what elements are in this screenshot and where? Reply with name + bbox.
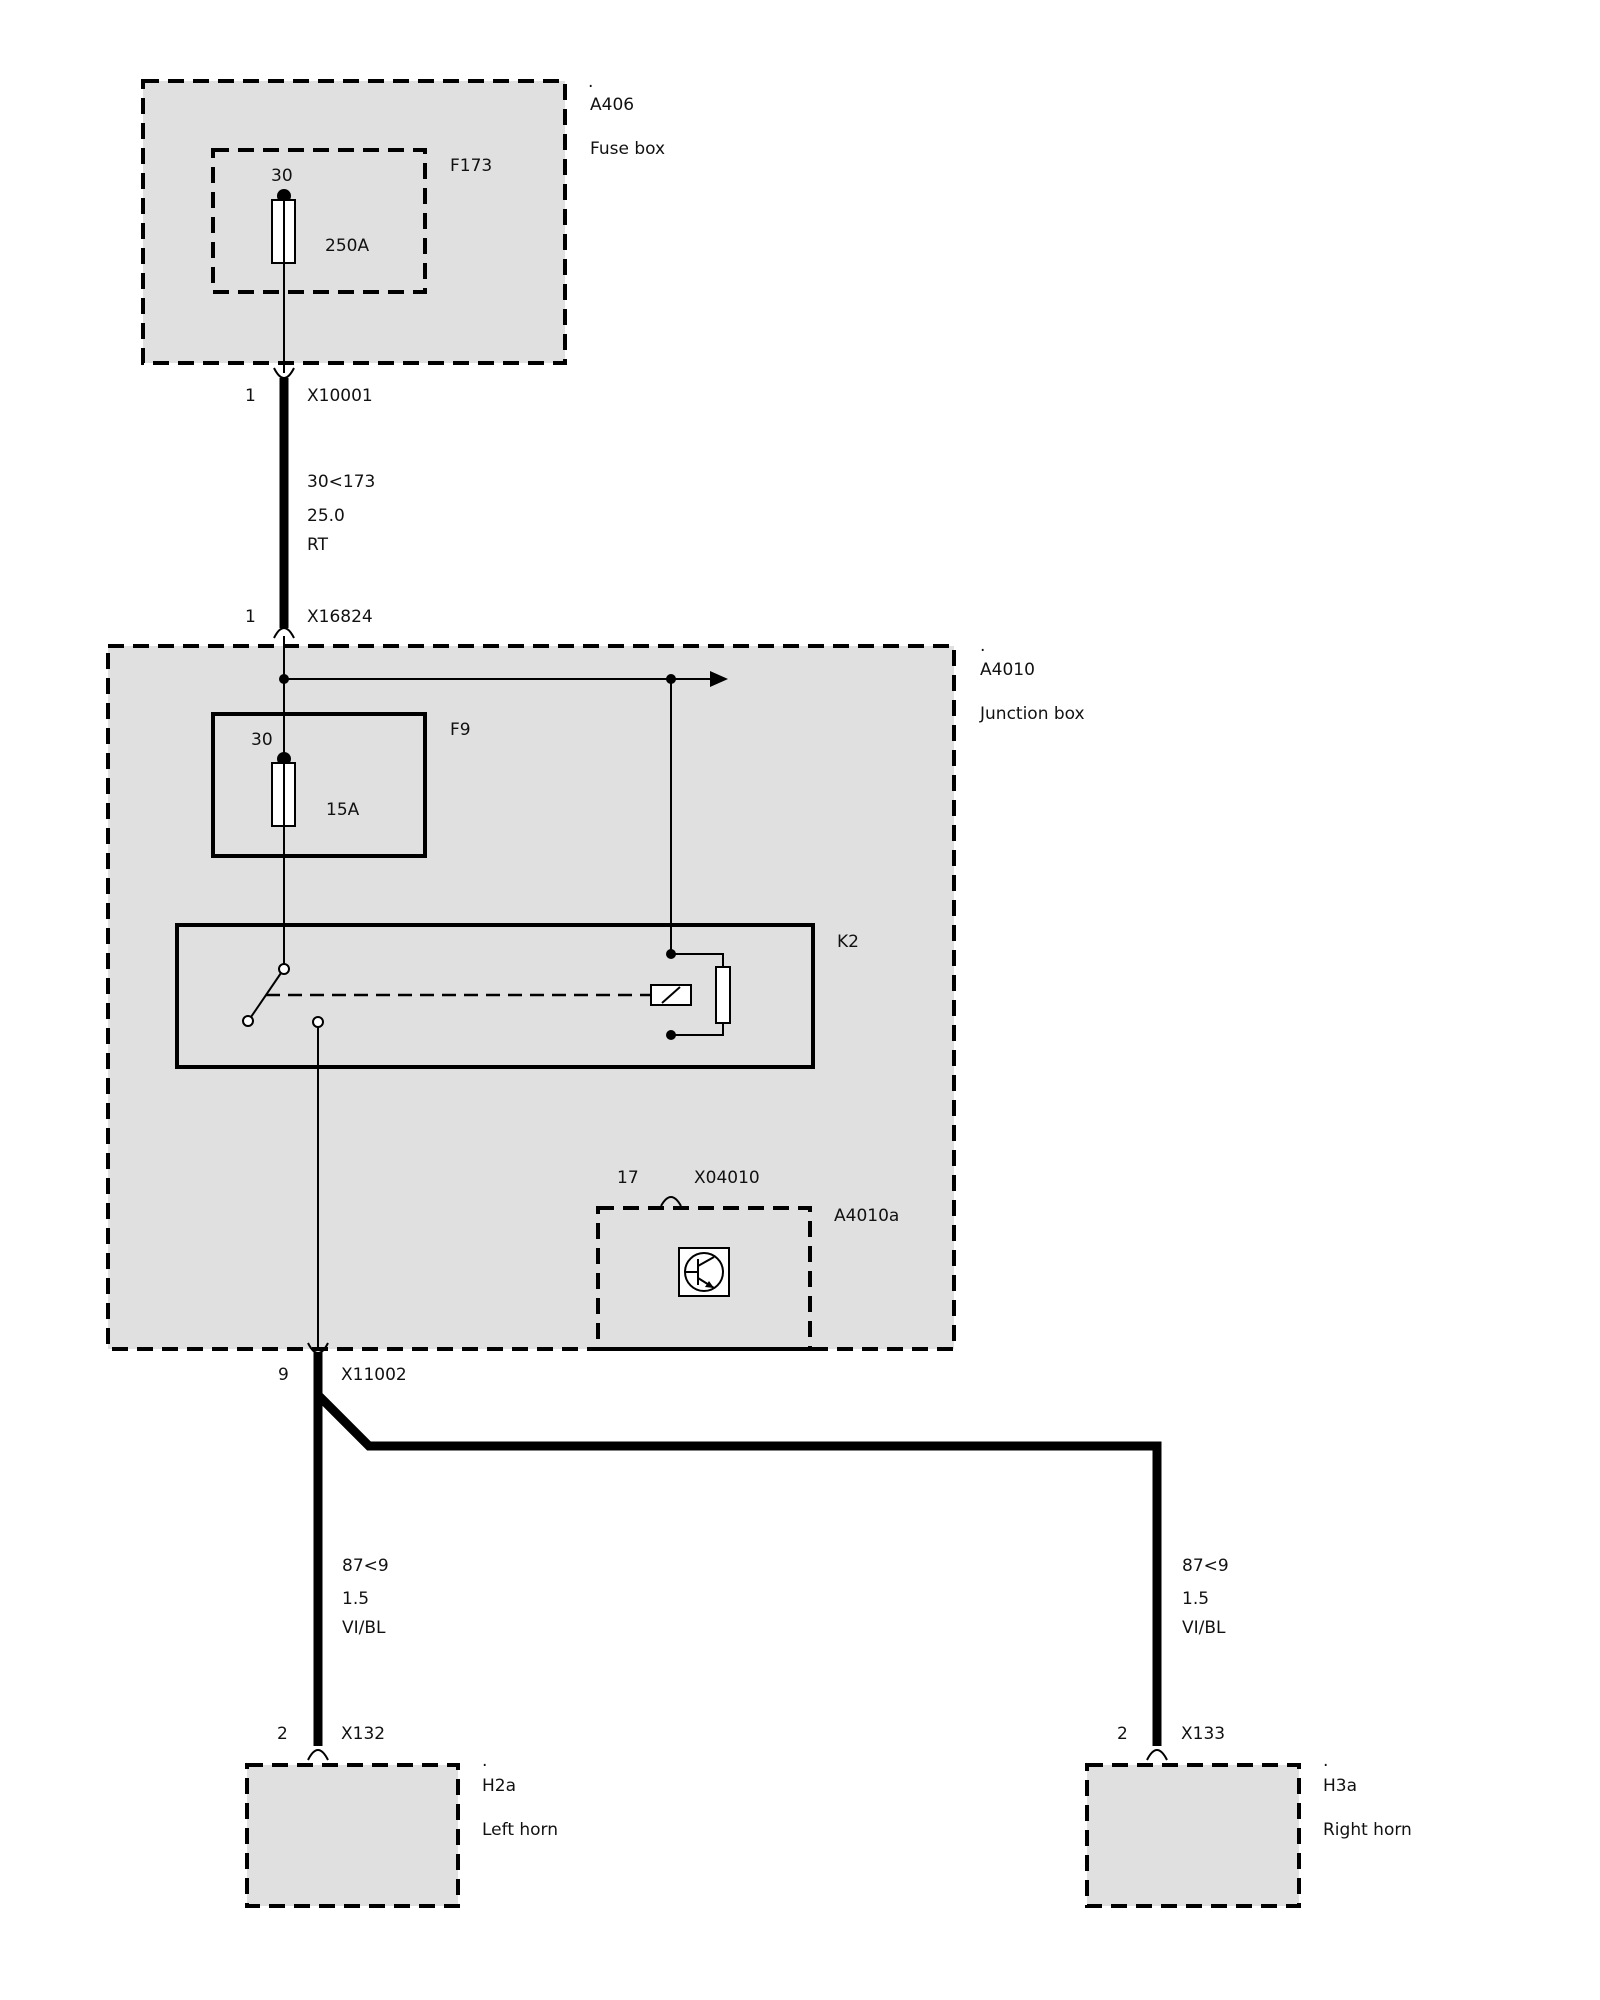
wire-right-horn-circuit: 87<9 [1182,1556,1229,1576]
connector-x132-id: X132 [341,1724,385,1744]
fuse-f173-id: F173 [450,156,492,176]
left-horn-id: H2a [482,1776,516,1796]
module-a4010a-id: A4010a [834,1206,899,1226]
fuse-box-id: A406 [590,95,634,115]
fuse-box-name: Fuse box [590,139,665,159]
fuse-f173-enclosure [211,148,427,294]
relay-k2-nc-contact [242,1015,254,1027]
wire-main-feed-circuit: 30<173 [307,472,375,492]
fuse-box-a406 [141,79,567,365]
connector-x10001-id: X10001 [307,386,373,406]
connector-x04010-id: X04010 [694,1168,760,1188]
connector-x16824-symbol [273,627,295,639]
connector-x11002-id: X11002 [341,1365,407,1385]
wire-main-feed-gauge: 25.0 [307,506,345,526]
junction-box-name: Junction box [979,704,1085,724]
junction-box-a4010 [106,644,956,1351]
connector-x11002-pin: 9 [278,1365,289,1385]
relay-k2-id: K2 [837,932,859,952]
connector-x10001-pin: 1 [245,386,256,406]
connector-x04010-symbol [660,1196,682,1207]
relay-k2-common-contact [278,963,290,975]
fuse-f173-rating: 250A [325,236,369,256]
connector-x133-id: X133 [1181,1724,1225,1744]
left-horn-h2a [245,1763,460,1908]
connector-x133-pin: 2 [1117,1724,1128,1744]
right-horn-h3a [1085,1763,1301,1908]
fuse-f9-pin: 30 [251,730,273,750]
wire-left-horn-gauge: 1.5 [342,1589,369,1609]
left-horn-name: Left horn [482,1820,558,1840]
fuse-f9-id: F9 [450,720,471,740]
right-horn-id: H3a [1323,1776,1357,1796]
bus-continuation-arrow [710,671,728,687]
right-horn-dot: . [1323,1751,1328,1771]
right-horn-name: Right horn [1323,1820,1412,1840]
relay-k2-resistor [715,966,731,1024]
wire-left-horn-color: VI/BL [342,1618,386,1638]
module-a4010a-enclosure [596,1206,812,1351]
junction-box-dot: . [980,636,985,656]
connector-x04010-pin: 17 [617,1168,639,1188]
connector-x16824-id: X16824 [307,607,373,627]
connector-x132-pin: 2 [277,1724,288,1744]
fuse-f9-enclosure [211,712,427,858]
connector-x132-symbol [307,1749,329,1761]
relay-k2-enclosure [175,923,815,1069]
wire-left-horn-circuit: 87<9 [342,1556,389,1576]
wire-right-horn-color: VI/BL [1182,1618,1226,1638]
relay-k2-coil-slash [661,986,681,1004]
relay-k2-no-contact [312,1016,324,1028]
fuse-f9-rating: 15A [326,800,360,820]
wire-right-horn-gauge: 1.5 [1182,1589,1209,1609]
junction-box-id: A4010 [980,660,1035,680]
wire-right-horn-feed [314,1391,1162,1746]
wire-main-feed-color: RT [307,535,329,555]
fuse-f173-pin: 30 [271,166,293,186]
connector-x133-symbol [1146,1749,1168,1761]
fuse-box-dot: . [588,72,593,92]
left-horn-dot: . [482,1751,487,1771]
connector-x16824-pin: 1 [245,607,256,627]
